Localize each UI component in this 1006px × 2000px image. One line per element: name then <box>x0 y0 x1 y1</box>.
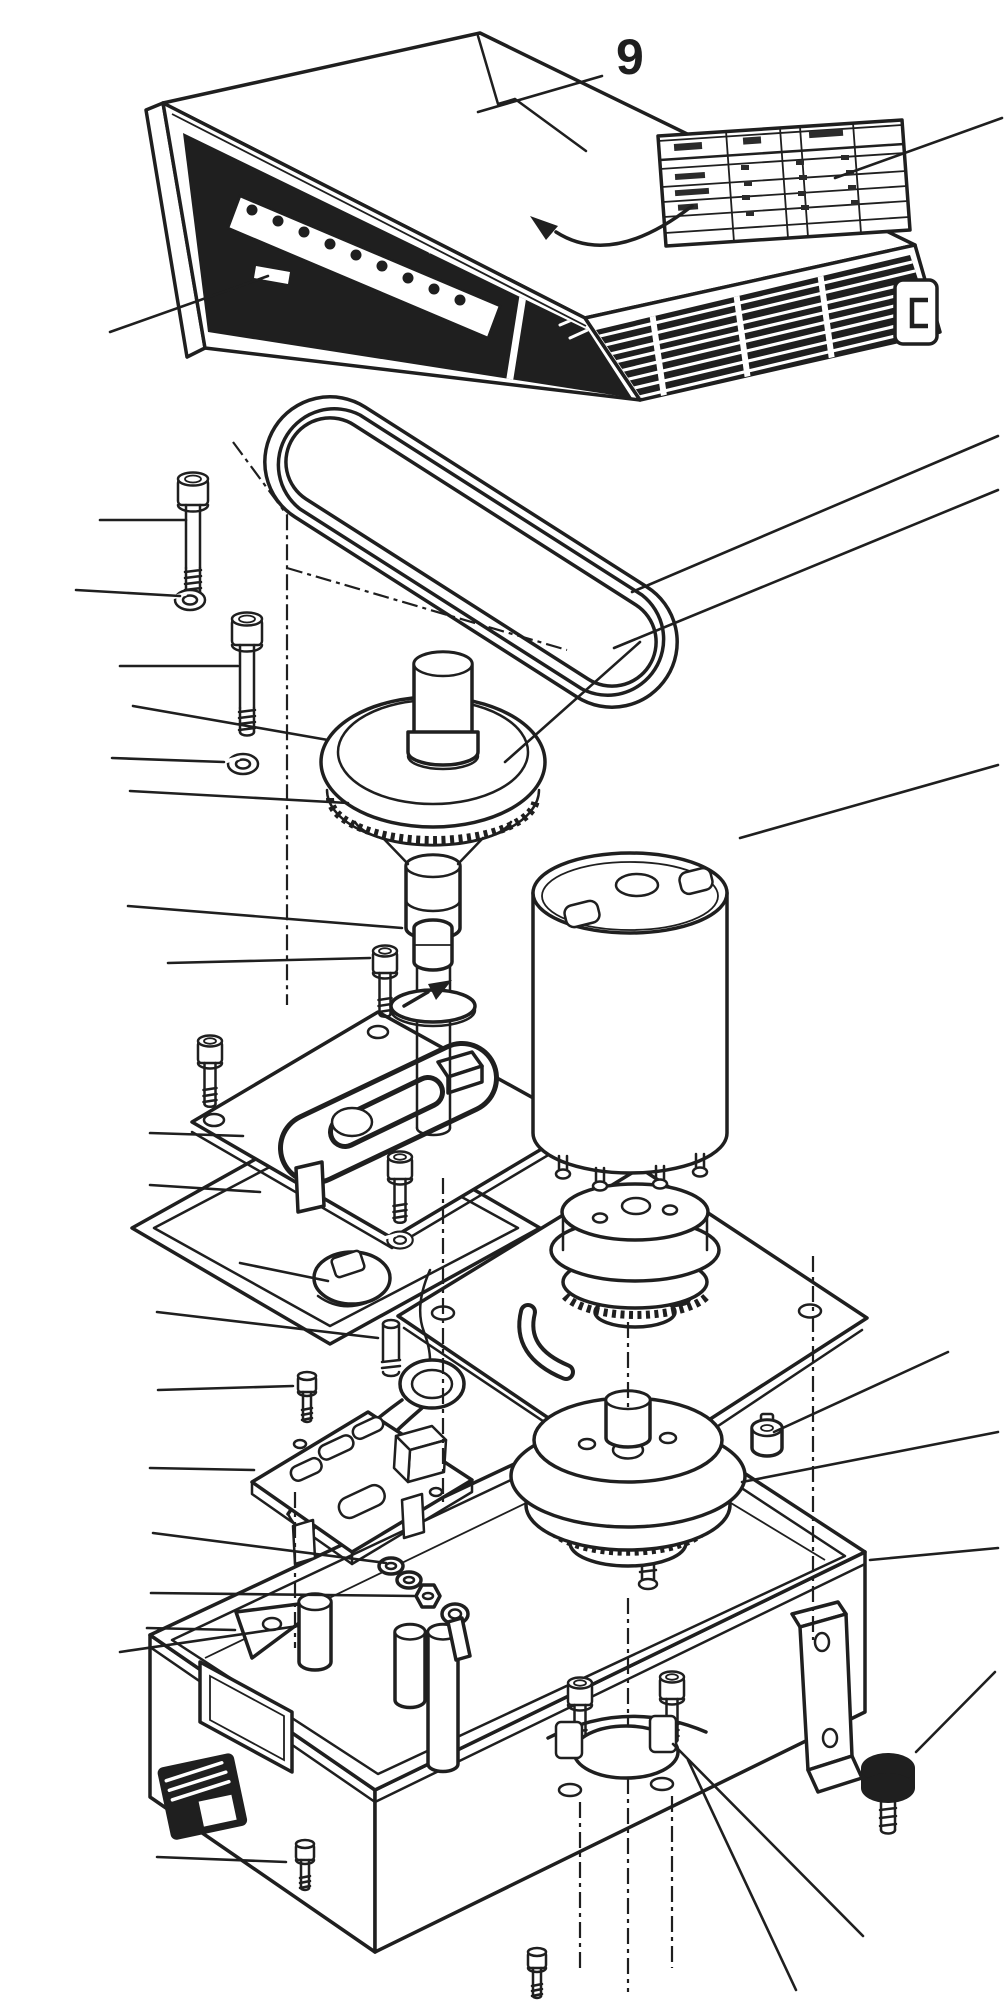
pipe-clamp-assembly <box>546 1670 708 1798</box>
side-mount-bracket <box>790 1600 864 1794</box>
shaft-bushing <box>404 853 462 972</box>
washer-nut-lug-stack <box>377 1556 472 1662</box>
socket-screw <box>196 1034 224 1109</box>
bearing-housing-stack <box>549 1182 721 1329</box>
kidney-slot <box>517 1303 575 1381</box>
label-text-smudges <box>673 128 859 216</box>
pulley-hub <box>406 650 480 771</box>
curved-arrow <box>530 204 694 247</box>
leader-lines <box>74 116 1004 1992</box>
centerlines <box>232 441 815 1992</box>
vent-panel <box>596 255 936 400</box>
drive-motor <box>531 851 729 1192</box>
motor-studs <box>554 1152 709 1192</box>
spacer-column <box>389 960 477 1137</box>
brand-glyphs <box>246 204 466 306</box>
vent-louvres <box>598 260 935 400</box>
socket-bolt-long <box>176 471 210 597</box>
capacitors <box>289 1415 386 1520</box>
relay-cube <box>392 1424 448 1484</box>
base-window-cutout <box>198 1660 294 1774</box>
socket-bolt-long <box>230 611 264 737</box>
pump-top-plate <box>190 1010 584 1250</box>
pulley-stud-bolt <box>637 1554 659 1591</box>
insert-arrow <box>402 980 452 1008</box>
slotted-bracket <box>278 1041 499 1214</box>
cover-end-clip <box>893 278 939 346</box>
thumbscrew <box>861 1753 915 1835</box>
fasteners <box>172 471 915 2000</box>
spec-label-plate <box>656 118 912 248</box>
lock-washer <box>225 752 260 776</box>
small-screw <box>296 1370 318 1424</box>
callout-9: 9 <box>476 29 644 114</box>
motor-terminal <box>563 866 714 929</box>
main-pulley-assembly <box>319 650 547 1137</box>
power-switch-module <box>157 1753 248 1840</box>
brand-plate <box>226 194 502 340</box>
leader-notch <box>254 266 290 284</box>
washer <box>384 1229 415 1251</box>
grommet-nut <box>750 1412 784 1458</box>
circuit-board <box>250 1410 474 1566</box>
lock-washer <box>172 588 207 612</box>
cover-housing <box>144 31 942 402</box>
callout-9-label: 9 <box>616 29 644 85</box>
terminal-lug <box>440 1602 472 1662</box>
small-screw <box>526 1946 548 2000</box>
cam-part <box>312 1249 392 1308</box>
motor-pulley <box>509 1389 747 1591</box>
dowel-pin <box>380 1318 402 1378</box>
